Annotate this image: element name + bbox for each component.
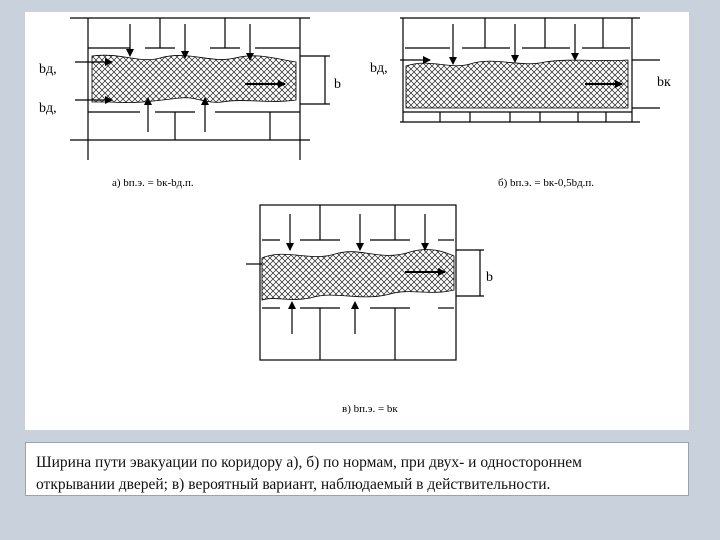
caption-line-1: Ширина пути эвакуации по коридору а), б)… [36,454,582,471]
caption-a: а) bп.э. = bк-bд.п. [112,177,194,189]
label-bd-bottom: bд, [39,101,57,116]
label-bk-b: bк [657,75,671,90]
people-flow-hatch [91,54,297,103]
diagram-b [400,17,660,123]
caption-c: в) bп.э. = bк [342,403,398,415]
diagram-panel: bд, bд, b а) bп.э. = bк-bд.п. bд, bк б) … [25,12,689,430]
caption-b: б) bп.э. = bк-0,5bд.п. [498,177,594,189]
slide-caption: Ширина пути эвакуации по коридору а), б)… [25,442,689,496]
label-b-a: b [334,77,341,92]
people-flow-hatch-b [405,59,629,109]
diagram-c [246,204,484,361]
caption-line-2: открывании дверей; в) вероятный вариант,… [36,476,551,493]
diagram-a [70,17,330,160]
label-bd-b: bд, [370,61,388,76]
corridor-diagrams: bд, bд, b а) bп.э. = bк-bд.п. bд, bк б) … [39,17,671,415]
people-flow-hatch-c [261,249,455,301]
label-bd-top: bд, [39,62,57,77]
label-b-c: b [486,270,493,285]
